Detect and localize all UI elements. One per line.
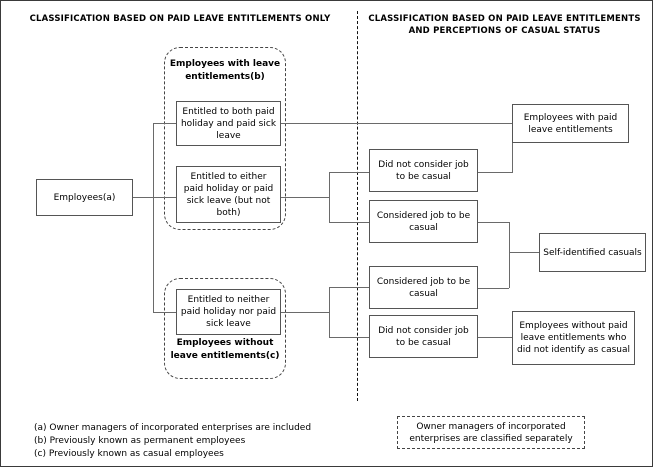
left-column-heading: CLASSIFICATION BASED ON PAID LEAVE ENTIT… [29, 14, 331, 24]
group-without-leave-entitlements-label: Employees without leave entitlements(c) [170, 338, 280, 361]
connector-mid4-out [478, 337, 512, 338]
connector-splitter-to-mid1 [329, 172, 369, 173]
outcome-employees-without-paid-leave[interactable]: Employees without paid leave entitlement… [512, 311, 635, 365]
node-entitled-either[interactable]: Entitled to either paid holiday or paid … [176, 166, 281, 223]
connector-mid1-riser [512, 123, 513, 173]
connector-splitter-to-mid3 [329, 287, 369, 288]
connector-out2-feed [509, 252, 539, 253]
node-considered-casual-upper[interactable]: Considered job to be casual [369, 200, 478, 243]
group-with-leave-entitlements [164, 47, 286, 230]
connector-splitter-top [329, 172, 330, 222]
footnotes: (a) Owner managers of incorporated enter… [34, 422, 334, 461]
group-without-leave-entitlements [164, 278, 286, 379]
connector-either-to-splitter [281, 197, 329, 198]
connector-mid3-out [478, 288, 509, 289]
connector-splitter-bottom [329, 287, 330, 337]
connector-splitter-to-mid4 [329, 337, 369, 338]
connector-root-stub [133, 197, 154, 198]
footnote-c: (c) Previously known as casual employees [34, 449, 224, 459]
connector-mid2-out [478, 222, 509, 223]
connector-trunk-to-neither [153, 312, 176, 313]
connector-root-trunk [153, 123, 154, 312]
right-column-heading-line2: AND PERCEPTIONS OF CASUAL STATUS [408, 26, 601, 36]
right-column-heading-line1: CLASSIFICATION BASED ON PAID LEAVE ENTIT… [368, 14, 641, 24]
footnote-b: (b) Previously known as permanent employ… [34, 436, 246, 446]
node-entitled-neither[interactable]: Entitled to neither paid holiday nor pai… [176, 289, 281, 335]
connector-neither-to-splitter [281, 312, 329, 313]
node-employees-root[interactable]: Employees(a) [36, 179, 133, 216]
connector-trunk-to-both [153, 123, 176, 124]
connector-trunk-to-either [153, 197, 176, 198]
group-with-leave-entitlements-label: Employees with leave entitlements(b) [169, 59, 281, 82]
node-entitled-both[interactable]: Entitled to both paid holiday and paid s… [176, 101, 281, 146]
note-owner-managers: Owner managers of incorporated enterpris… [397, 416, 585, 449]
footnote-a: (a) Owner managers of incorporated enter… [34, 423, 312, 433]
outcome-employees-with-paid-leave[interactable]: Employees with paid leave entitlements [512, 104, 629, 143]
node-did-not-consider-casual-upper[interactable]: Did not consider job to be casual [369, 149, 478, 192]
node-considered-casual-lower[interactable]: Considered job to be casual [369, 266, 478, 309]
column-divider [357, 11, 358, 401]
connector-both-to-out1 [281, 123, 512, 124]
outcome-self-identified-casuals[interactable]: Self-identified casuals [539, 233, 646, 272]
connector-splitter-to-mid2 [329, 222, 369, 223]
connector-out2-merge [509, 222, 510, 288]
connector-mid1-out [478, 172, 512, 173]
node-did-not-consider-casual-lower[interactable]: Did not consider job to be casual [369, 315, 478, 358]
